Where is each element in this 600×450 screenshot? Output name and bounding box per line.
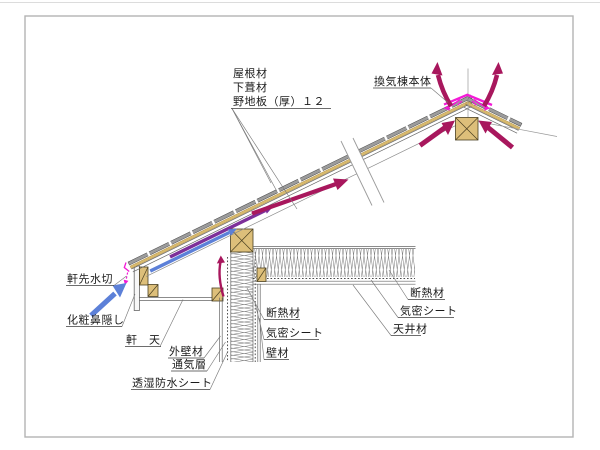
label-underlayment: 下葺材 xyxy=(233,80,268,94)
sheathing-top-line xyxy=(131,101,475,270)
label-soffit: 軒 天 xyxy=(126,334,161,347)
label-roofing: 屋根材 xyxy=(233,66,268,80)
ceiling-assembly xyxy=(253,246,416,285)
label-wall-airtight-sheet: 気密シート xyxy=(266,326,324,340)
label-ceiling-airtight-sheet: 気密シート xyxy=(400,304,458,318)
ceiling-insulation-hatch xyxy=(253,248,415,277)
ridge-beam xyxy=(455,117,479,141)
top-plate-beam xyxy=(230,228,254,253)
label-ceiling-insulation: 断熱材 xyxy=(410,286,445,300)
label-wall-board: 壁材 xyxy=(266,346,289,360)
airflow-arrow-ridge-in-left xyxy=(418,120,455,148)
airflow-arrow-ridge-exit-left xyxy=(431,62,453,108)
roofing-joints xyxy=(146,103,453,257)
ridge-vent-cap xyxy=(443,93,493,111)
sheathing-bottom-line xyxy=(132,104,476,273)
label-ridge-vent-body: 換気棟本体 xyxy=(374,74,432,88)
label-wall-insulation: 断熱材 xyxy=(266,306,301,320)
wall-insulation-hatch xyxy=(230,252,253,362)
airflow-arrow-upslope xyxy=(251,178,349,216)
label-air-gap: 通気層 xyxy=(172,357,207,371)
soffit-board xyxy=(139,297,223,301)
rafter-underside-line xyxy=(146,120,465,277)
break-mark xyxy=(340,137,385,206)
label-eaves-drip: 軒先水切 xyxy=(67,273,113,286)
airflow-arrow-ridge-in-right xyxy=(478,120,515,150)
right-slope-cut-line xyxy=(477,121,558,137)
diagram-frame xyxy=(24,15,574,438)
label-siding: 外壁材 xyxy=(169,344,204,358)
airflow-arrow-ridge-exit-right xyxy=(482,62,503,108)
label-underlines xyxy=(66,87,454,390)
airflow-arrow-eave-intake xyxy=(89,283,127,318)
label-breathable-sheet: 透湿防水シート xyxy=(132,376,213,390)
airflow-arrow-blue-rafter xyxy=(149,228,237,273)
airflow-arrow-wall-cavity xyxy=(216,255,225,297)
roof-left-slope xyxy=(127,94,476,277)
label-fascia: 化粧鼻隠し xyxy=(67,313,125,327)
eave-backing-blocks xyxy=(139,266,159,297)
label-sheathing: 野地板（厚）１２ xyxy=(233,94,325,108)
fascia-board xyxy=(133,265,140,311)
label-ceiling-board: 天井材 xyxy=(393,322,428,336)
ceiling-furring-block xyxy=(256,267,267,282)
leader-lines xyxy=(113,87,449,390)
